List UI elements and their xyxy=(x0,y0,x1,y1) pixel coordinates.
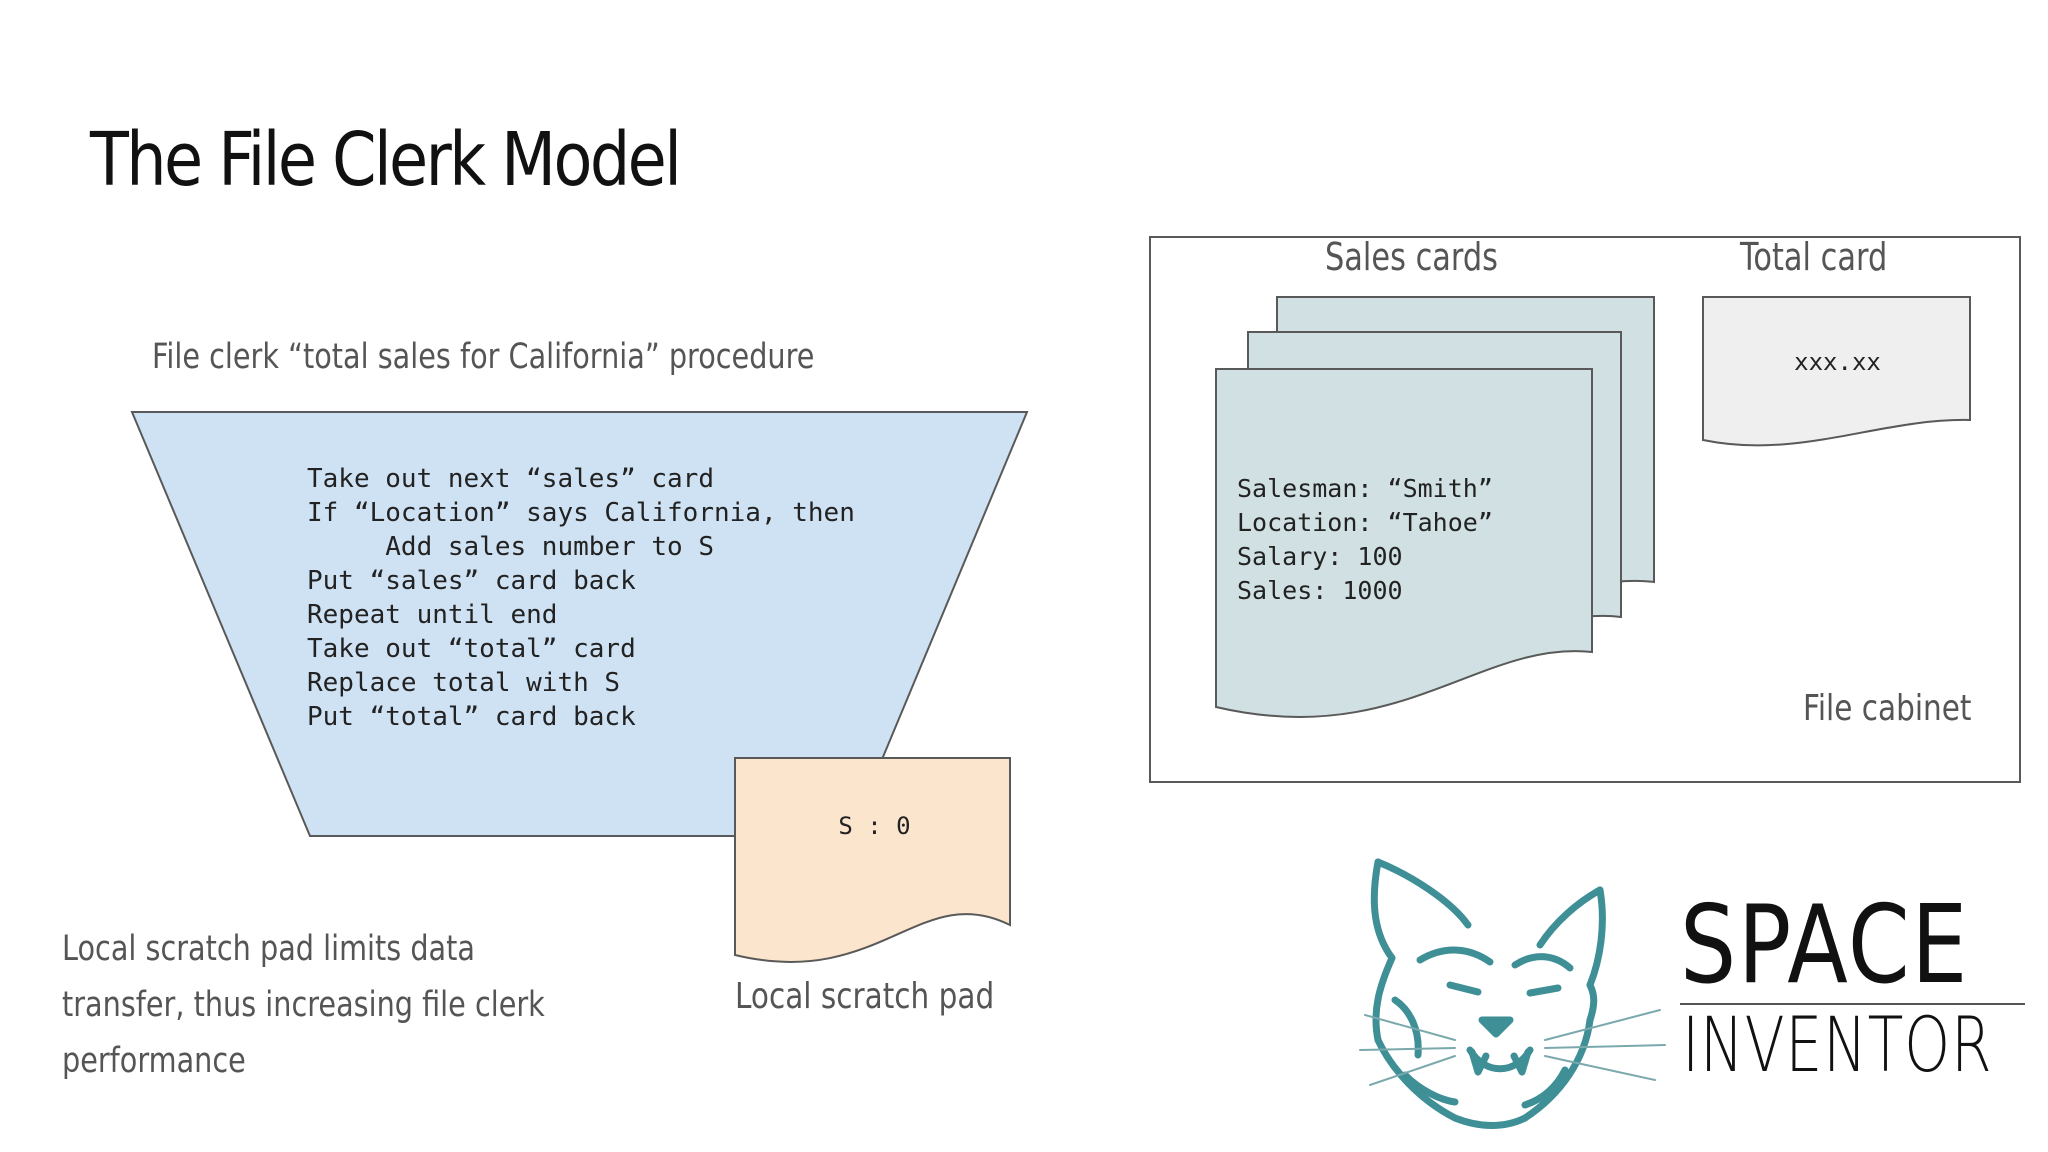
slide-title: The File Clerk Model xyxy=(90,117,682,203)
file-cabinet-label: File cabinet xyxy=(1803,688,1972,729)
total-card-title: Total card xyxy=(1740,235,1888,279)
sales-card-field: Location: “Tahoe” xyxy=(1237,508,1493,537)
sales-card-fields: Salesman: “Smith” Location: “Tahoe” Sala… xyxy=(1237,472,1493,608)
file-cabinet-frame xyxy=(1149,236,2021,783)
brand-wordmark-bottom: INVENTOR xyxy=(1682,1000,1993,1089)
note-line: Local scratch pad limits data xyxy=(62,929,475,969)
cat-head-icon xyxy=(1370,858,1606,1129)
procedure-line: Take out next “sales” card xyxy=(307,464,714,494)
brand-logo: SPACE INVENTOR xyxy=(1680,892,2030,1092)
procedure-line: Add sales number to S xyxy=(307,532,714,562)
sales-card-front xyxy=(1215,368,1593,718)
procedure-line: Take out “total” card xyxy=(307,634,636,664)
total-card-value: xxx.xx xyxy=(1794,348,1881,376)
brand-wordmark-top: SPACE xyxy=(1680,883,1969,1008)
procedure-line: Put “sales” card back xyxy=(307,566,636,596)
scratch-pad-shape xyxy=(734,757,1011,963)
sales-card-field: Salesman: “Smith” xyxy=(1237,474,1493,503)
procedure-caption: File clerk “total sales for California” … xyxy=(152,337,815,377)
scratch-pad-caption: Local scratch pad xyxy=(735,976,995,1017)
procedure-line: Replace total with S xyxy=(307,668,621,698)
whiskers xyxy=(1359,1009,1666,1086)
brand-divider xyxy=(1680,1003,2025,1005)
note-line: performance xyxy=(62,1041,246,1081)
procedure-code: Take out next “sales” card If “Location”… xyxy=(307,462,855,734)
procedure-line: If “Location” says California, then xyxy=(307,498,855,528)
total-card-shape xyxy=(1702,296,1971,447)
sales-card-field: Salary: 100 xyxy=(1237,542,1403,571)
scratch-pad-value: S : 0 xyxy=(838,812,911,840)
procedure-line: Put “total” card back xyxy=(307,702,636,732)
sales-cards-title: Sales cards xyxy=(1325,235,1499,279)
sales-card-field: Sales: 1000 xyxy=(1237,576,1403,605)
note-line: transfer, thus increasing file clerk xyxy=(62,985,545,1025)
procedure-line: Repeat until end xyxy=(307,600,558,630)
performance-note: Local scratch pad limits data transfer, … xyxy=(62,921,545,1089)
